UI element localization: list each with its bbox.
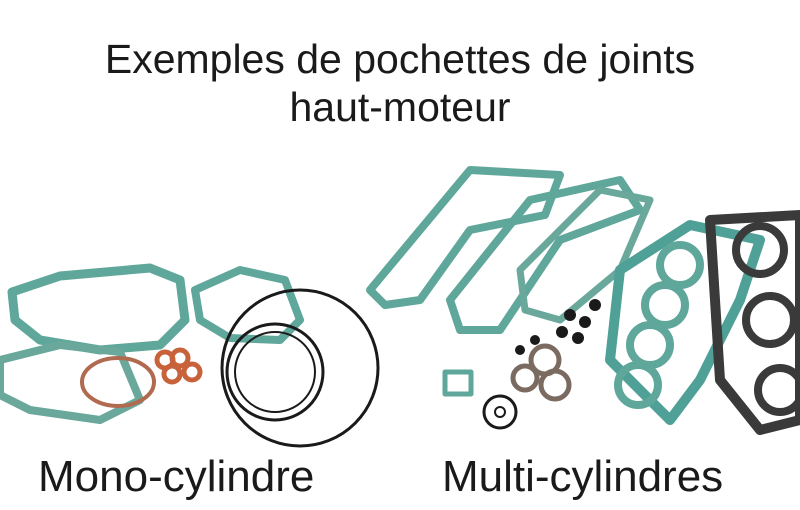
mono-cylinder-label: Mono-cylindre	[38, 452, 315, 501]
mono-cylinder-gaskets	[0, 263, 380, 448]
title-line-2: haut-moteur	[289, 84, 511, 130]
multi-cylinder-gaskets	[366, 166, 800, 435]
title-line-1: Exemples de pochettes de joints	[104, 36, 696, 82]
multi-cylinder-label: Multi-cylindres	[442, 452, 724, 501]
